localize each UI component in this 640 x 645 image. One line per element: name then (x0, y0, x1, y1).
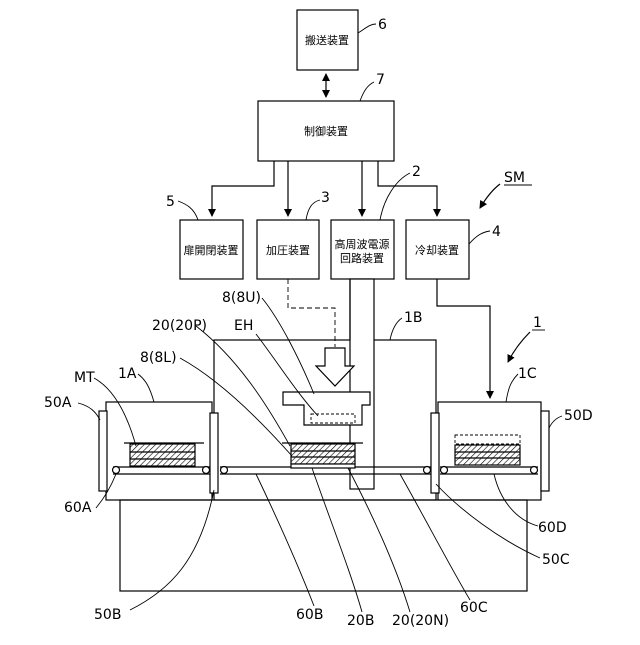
hf-power-label-line2: 回路装置 (340, 252, 384, 265)
ref-50a: 50A (44, 395, 72, 411)
ref-eh: EH (234, 318, 253, 334)
ref-1-pointer-arrow (508, 332, 530, 362)
leader-8l (180, 358, 292, 456)
workpiece-right (455, 435, 520, 465)
door-50b (210, 413, 218, 493)
press-device-box: 加圧装置 (257, 220, 319, 279)
ref-60b: 60B (296, 607, 323, 623)
leader-50d (549, 416, 562, 428)
hf-power-device-box: 高周波電源 回路装置 (331, 220, 394, 279)
ref-60c: 60C (460, 600, 488, 616)
ref-20n: 20(20N) (392, 613, 449, 629)
control-to-door-arrow (212, 161, 274, 216)
leader-8u (262, 298, 314, 394)
leader-4 (469, 231, 490, 244)
press-dashed-link (288, 279, 335, 347)
conveyor-60c (440, 467, 538, 475)
press-force-arrow (316, 348, 354, 386)
control-device-box: 制御装置 (258, 101, 394, 161)
hf-power-label-line1: 高周波電源 (335, 237, 390, 251)
door-device-box: 扉開閉装置 (180, 220, 243, 279)
ref-20b: 20B (347, 613, 374, 629)
leader-1c (506, 374, 518, 402)
leader-50a (78, 403, 100, 420)
ref-6: 6 (378, 17, 387, 33)
cooling-device-box: 冷却装置 (406, 220, 469, 279)
upper-electrode-8u (283, 392, 370, 425)
leader-7 (360, 82, 374, 101)
ref-2: 2 (412, 164, 421, 180)
leader-60b (256, 474, 314, 606)
ref-50d: 50D (564, 408, 593, 424)
leader-1a (138, 374, 154, 402)
base-frame (120, 500, 527, 591)
control-to-cool-arrow (378, 161, 437, 216)
conveyor-60a (113, 467, 211, 475)
leader-6 (358, 24, 376, 33)
ref-50b: 50B (94, 607, 121, 623)
cooling-device-label: 冷却装置 (415, 244, 459, 257)
ref-1c: 1C (518, 366, 537, 382)
ref-20p: 20(20P) (152, 318, 207, 334)
ref-4: 4 (492, 224, 501, 240)
control-device-label: 制御装置 (304, 124, 348, 138)
door-50d (541, 411, 549, 491)
ref-1b: 1B (404, 310, 423, 326)
ref-3: 3 (321, 190, 330, 206)
ref-1a: 1A (118, 366, 137, 382)
leader-50c (436, 484, 540, 558)
leader-5 (178, 201, 198, 220)
ref-mt: MT (74, 370, 95, 386)
transport-device-box: 搬送装置 (297, 10, 358, 70)
ref-60a: 60A (64, 500, 92, 516)
door-50c (431, 413, 439, 493)
ref-1: 1 (533, 315, 542, 331)
ref-sm: SM (504, 170, 525, 186)
workpiece-mt-left (124, 443, 204, 466)
leader-3 (306, 200, 320, 220)
ref-7: 7 (376, 72, 385, 88)
ref-8u: 8(8U) (222, 290, 261, 306)
leader-2 (380, 173, 410, 220)
ref-8l: 8(8L) (140, 350, 177, 366)
transport-device-label: 搬送装置 (305, 33, 349, 47)
sm-pointer-arrow (480, 184, 500, 208)
workpiece-center (282, 443, 363, 468)
ref-5: 5 (166, 194, 175, 210)
ref-60d: 60D (538, 520, 567, 536)
leader-50b (130, 490, 214, 610)
door-device-label: 扉開閉装置 (184, 244, 239, 257)
press-device-label: 加圧装置 (266, 244, 310, 257)
ref-50c: 50C (542, 552, 570, 568)
door-50a (99, 411, 107, 491)
leader-1b (390, 318, 402, 340)
cool-to-chamber-arrow (437, 279, 490, 398)
